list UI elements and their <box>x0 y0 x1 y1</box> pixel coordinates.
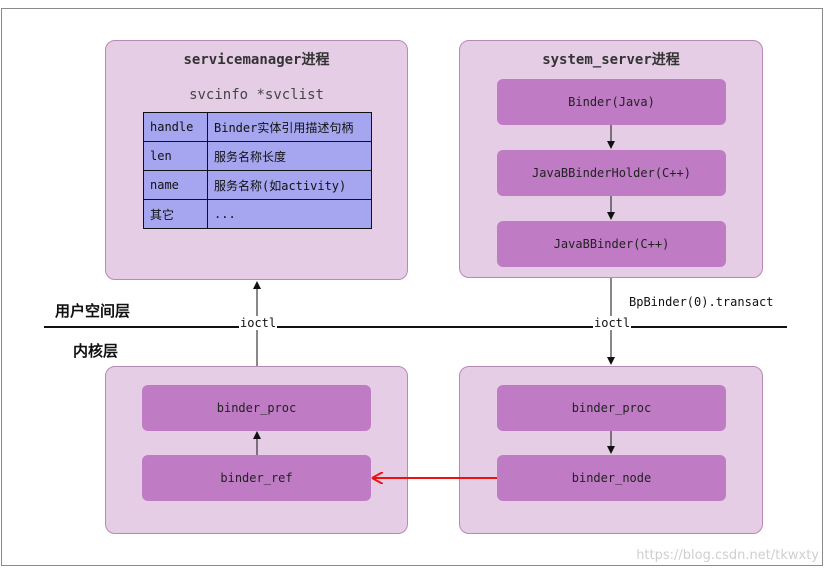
table-row: len 服务名称长度 <box>143 141 372 171</box>
table-row: 其它 ... <box>143 199 372 229</box>
table-cell-key: len <box>143 141 208 171</box>
binder-ref-box: binder_ref <box>142 455 371 501</box>
binder-proc-right-box: binder_proc <box>497 385 726 431</box>
system-server-title: system_server进程 <box>542 52 680 68</box>
table-row: name 服务名称(如activity) <box>143 170 372 200</box>
kernel-label: 内核层 <box>73 342 119 360</box>
servicemanager-title: servicemanager进程 <box>183 52 330 68</box>
table-cell-value: ... <box>207 199 372 229</box>
table-cell-value: Binder实体引用描述句柄 <box>207 112 372 142</box>
table-cell-key: 其它 <box>143 199 208 229</box>
binder-node-box: binder_node <box>497 455 726 501</box>
binder-java-box: Binder(Java) <box>497 79 726 125</box>
servicemanager-panel: servicemanager进程 svcinfo *svclist handle… <box>105 40 408 280</box>
javabbinder-box: JavaBBinder(C++) <box>497 221 726 267</box>
binder-proc-left-box: binder_proc <box>142 385 371 431</box>
table-cell-value: 服务名称长度 <box>207 141 372 171</box>
watermark-text: https://blog.csdn.net/tkwxty <box>636 548 819 563</box>
javabbinderholder-box: JavaBBinderHolder(C++) <box>497 150 726 196</box>
svclist-subtitle: svcinfo *svclist <box>189 87 324 103</box>
ioctl-right-label: ioctl <box>593 316 632 330</box>
table-cell-value: 服务名称(如activity) <box>207 170 372 200</box>
table-cell-key: name <box>143 170 208 200</box>
transact-label: BpBinder(0).transact <box>628 295 775 309</box>
ioctl-left-label: ioctl <box>239 316 278 330</box>
table-cell-key: handle <box>143 112 208 142</box>
table-row: handle Binder实体引用描述句柄 <box>143 112 372 142</box>
svcinfo-table: handle Binder实体引用描述句柄 len 服务名称长度 name 服务… <box>143 112 372 229</box>
user-space-label: 用户空间层 <box>55 302 131 320</box>
